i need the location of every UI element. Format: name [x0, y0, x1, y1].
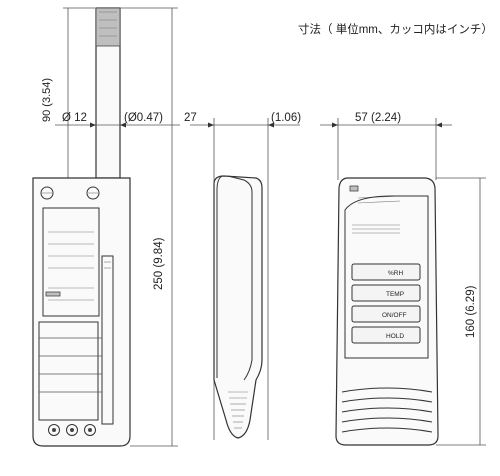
front-view: 57 (2.24) 160 (6.29) %RH TEMP ON/OFF HOL… — [320, 112, 486, 446]
dim-probe-dia-in: (Ø0.47) — [124, 112, 163, 124]
hold-button[interactable] — [351, 326, 421, 344]
connector-icon — [48, 424, 60, 436]
temp-button-label: TEMP — [386, 291, 404, 298]
connector-icon — [66, 424, 78, 436]
label-plate — [42, 207, 100, 317]
dim-probe-dia-mm: Ø 12 — [62, 112, 87, 124]
probe-sensor-cap — [95, 7, 121, 47]
rh-button[interactable] — [351, 263, 421, 281]
dim-height: 160 (6.29) — [465, 285, 477, 338]
side-view: 27 (1.06) — [184, 112, 301, 440]
units-note: 寸法（ 単位mm、カッコ内はインチ） — [298, 22, 493, 36]
display-panel — [344, 195, 429, 359]
rh-button-label: %RH — [388, 270, 403, 277]
temp-button[interactable] — [351, 284, 421, 302]
screw-icon — [40, 186, 54, 200]
dim-probe-length: 90 (3.54) — [41, 78, 53, 122]
screw-icon — [86, 186, 100, 200]
grip-ribs — [341, 387, 433, 393]
dim-total-length: 250 (9.84) — [153, 237, 165, 290]
onoff-button-label: ON/OFF — [382, 312, 407, 319]
hold-button-label: HOLD — [386, 333, 404, 340]
dim-thickness-in: (1.06) — [271, 112, 301, 124]
connector-icon — [84, 424, 96, 436]
back-view: 90 (3.54) Ø 12 (Ø0.47) 250 (9.84) — [32, 7, 180, 447]
battery-cover — [38, 321, 99, 421]
side-profile — [213, 175, 263, 439]
dim-thickness-mm: 27 — [184, 112, 197, 124]
onoff-button[interactable] — [351, 305, 421, 323]
back-body — [32, 177, 131, 447]
slide-rail — [101, 255, 114, 425]
dim-width: 57 (2.24) — [355, 112, 401, 124]
